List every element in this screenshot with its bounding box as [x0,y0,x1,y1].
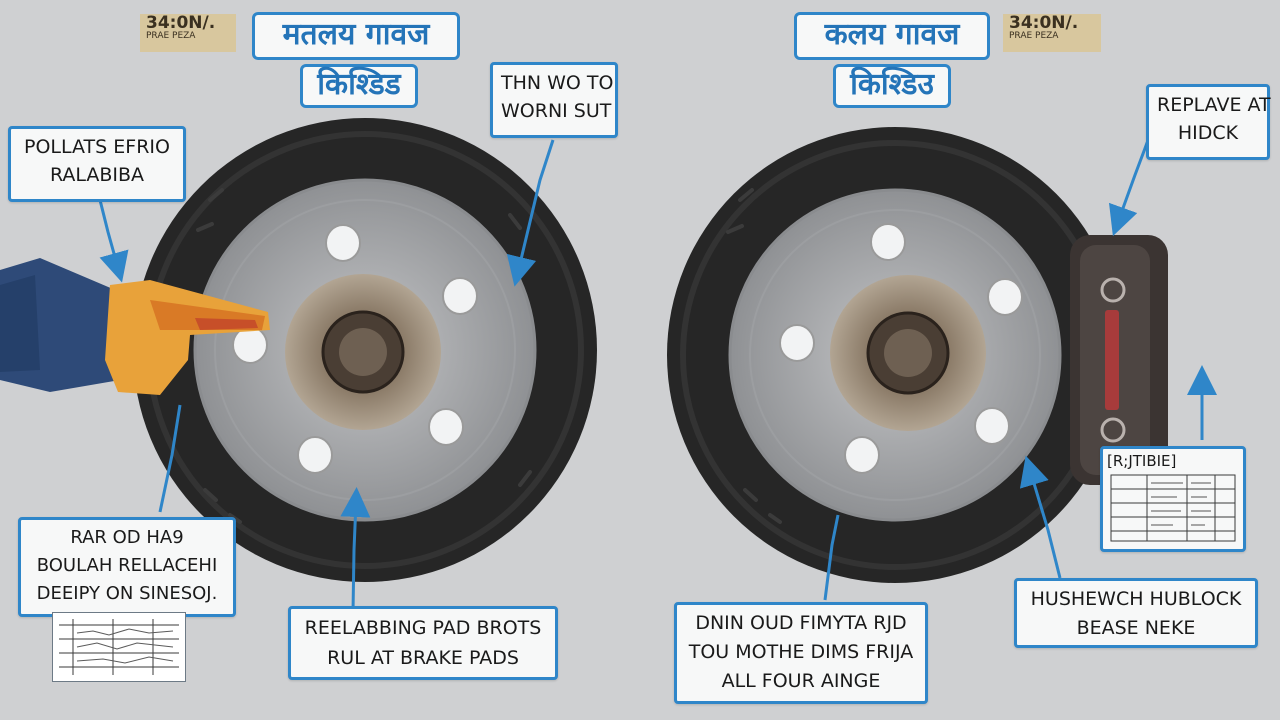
left-title-line1: मतलय गावज [252,12,460,60]
left-lug-nuts [232,224,478,474]
callout-arrows [98,134,1217,613]
right-price-tag: 34:0N/. PRAE PEZA [1003,14,1101,52]
right-lug-nuts [779,223,1023,474]
callout-text: TOU MOTHE DIMS FRIJA [688,641,914,663]
gloved-hand-icon [0,258,270,395]
right-price-value: 34:0N/. [1009,13,1079,33]
right-spec-chart: [R;JTIBIE] [1100,446,1246,552]
callout-text: RUL AT BRAKE PADS [327,647,519,669]
left-price-tag: 34:0N/. PRAE PEZA [140,14,236,52]
callout-bottom-center-right: DNIN OUD FIMYTA RJD TOU MOTHE DIMS FRIJA… [674,602,928,704]
callout-text: DNIN OUD FIMYTA RJD [695,612,907,634]
callout-top-left: POLLATS EFRIO RALABIBA [8,126,186,202]
spec-chart-title: [R;JTIBIE] [1107,452,1177,470]
callout-top-center: THN WO TO WORNI SUT [490,62,618,138]
left-price-value: 34:0N/. [146,13,216,33]
callout-text: ALL FOUR AINGE [721,670,881,692]
callout-text: HIDCK [1177,122,1239,144]
right-title-line2: किश्डिउ [833,64,951,108]
left-price-caption: PRAE PEZA [146,31,196,41]
callout-text: BOULAH RELLACEHI [36,555,218,576]
callout-bottom-left: RAR OD HA9 BOULAH RELLACEHI DEEIPY ON SI… [18,517,236,617]
left-title-line2: किश्डिड [300,64,418,108]
callout-text: DEEIPY ON SINESOJ. [36,583,218,604]
callout-bottom-center-left: REELABBING PAD BROTS RUL AT BRAKE PADS [288,606,558,680]
callout-text: HUSHEWCH HUBLOCK [1030,588,1242,610]
callout-text: REPLAVE AT [1157,94,1271,116]
right-wheel [667,127,1123,583]
mini-chart-graphic [59,619,179,675]
callout-text: BEASE NEKE [1076,617,1196,639]
left-wheel [133,118,597,582]
callout-top-right: REPLAVE AT HIDCK [1146,84,1271,160]
spec-chart-graphic [1110,474,1236,542]
callout-text: REELABBING PAD BROTS [304,617,542,639]
callout-text: RALABIBA [49,164,145,186]
callout-text: POLLATS EFRIO [24,136,170,158]
callout-bottom-right: HUSHEWCH HUBLOCK BEASE NEKE [1014,578,1258,648]
brake-caliper-icon [1070,235,1168,485]
callout-text: RAR OD HA9 [70,527,184,548]
callout-text: WORNI SUT [501,100,612,122]
left-mini-chart [52,612,186,682]
callout-text: THN WO TO [501,72,614,94]
right-price-caption: PRAE PEZA [1009,31,1059,41]
right-title-line1: कलय गावज [794,12,990,60]
